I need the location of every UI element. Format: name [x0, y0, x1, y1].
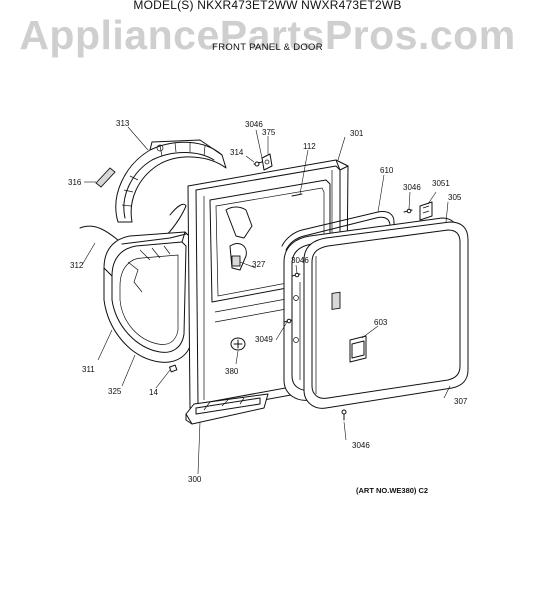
callout-3046-right: 3046	[403, 183, 421, 192]
part-307-outer-door	[303, 221, 469, 409]
callout-labels: 313 316 312 311 325 14 300 380 327 3049 …	[68, 119, 468, 484]
callout-312: 312	[70, 261, 84, 270]
part-311-bulkhead	[103, 231, 196, 363]
callout-305: 305	[448, 193, 462, 202]
screw-3046-mid	[291, 272, 301, 278]
callout-610: 610	[380, 166, 394, 175]
part-300-housing	[185, 393, 269, 425]
callout-14: 14	[149, 388, 158, 397]
callout-314: 314	[230, 148, 244, 157]
art-number: (ART NO.WE380) C2	[356, 486, 429, 495]
callout-3046-bottom: 3046	[352, 441, 370, 450]
watermark: AppliancePartsPros.com	[19, 12, 516, 58]
screw-3046-right	[403, 208, 413, 214]
callout-325: 325	[108, 387, 122, 396]
part-316-felt-pad	[95, 167, 116, 188]
callout-3046-mid: 3046	[291, 256, 309, 265]
leader-lines	[81, 126, 451, 475]
part-314-screw	[253, 161, 263, 167]
callout-300: 300	[188, 475, 202, 484]
part-3051-hinge	[419, 201, 433, 221]
callout-313: 313	[116, 119, 130, 128]
callout-603: 603	[374, 318, 388, 327]
callout-327: 327	[252, 260, 266, 269]
callout-301: 301	[350, 129, 364, 138]
callout-3049: 3049	[255, 335, 273, 344]
callout-112: 112	[303, 142, 316, 151]
part-14-clip	[168, 364, 178, 373]
section-title: FRONT PANEL & DOOR	[212, 42, 323, 53]
screw-3046-bottom	[341, 409, 347, 421]
part-375-hinge-bracket	[261, 153, 273, 171]
callout-3046-top: 3046	[245, 120, 263, 129]
part-603-handle	[331, 291, 367, 363]
callout-311: 311	[82, 365, 95, 374]
callout-316: 316	[68, 178, 82, 187]
model-line: MODEL(S) NKXR473ET2WW NWXR473ET2WB	[133, 0, 402, 12]
callout-307: 307	[454, 397, 468, 406]
part-313-shroud	[115, 139, 227, 223]
callout-375: 375	[262, 128, 276, 137]
callout-380: 380	[225, 367, 239, 376]
screw-3049	[283, 318, 293, 324]
part-327-door-switch	[229, 243, 247, 271]
part-380-knob	[230, 337, 246, 351]
callout-3051: 3051	[432, 179, 450, 188]
